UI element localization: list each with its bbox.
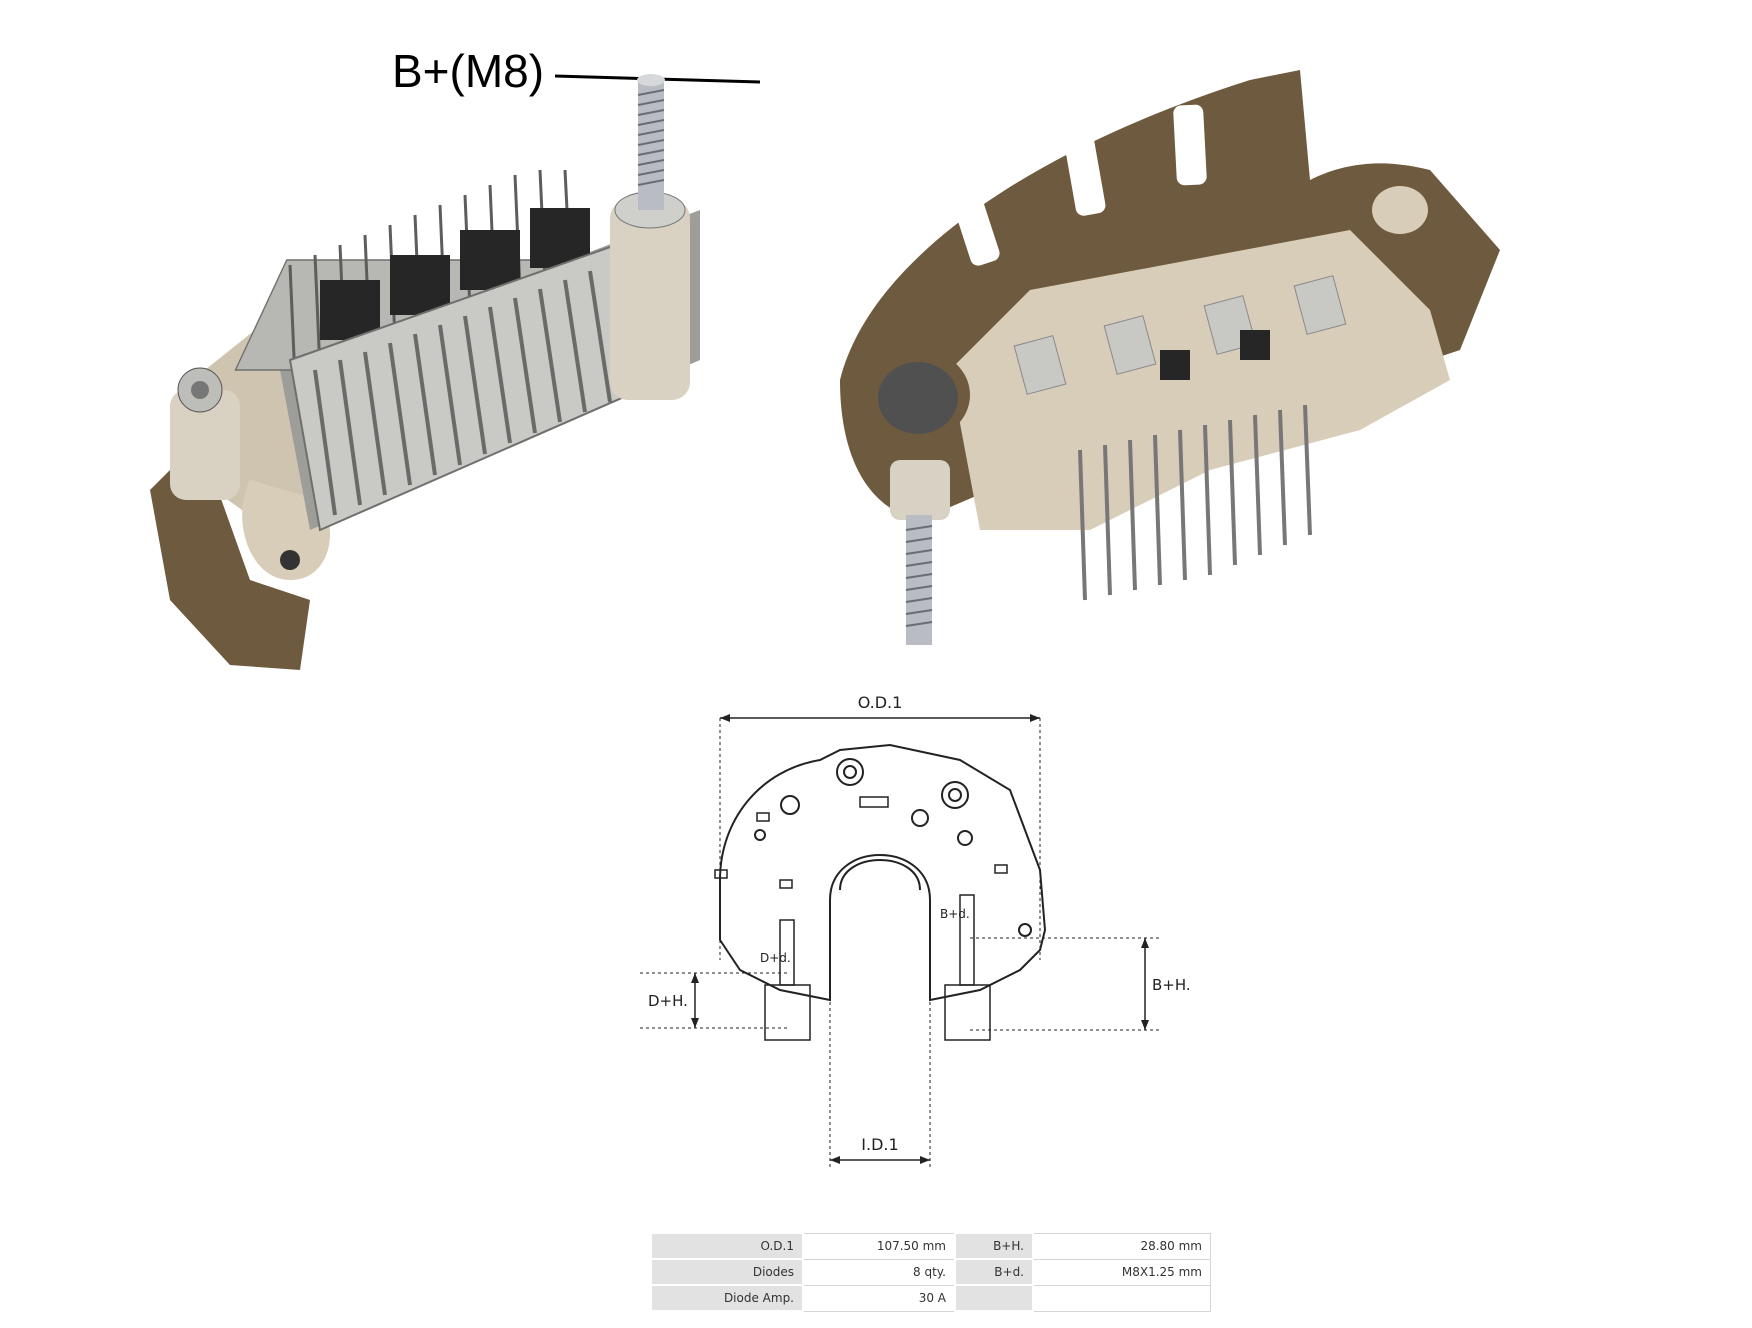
- spec-table: O.D.1 107.50 mm B+H. 28.80 mm Diodes 8 q…: [650, 1232, 1211, 1312]
- spec-value: 8 qty.: [802, 1258, 956, 1286]
- dimension-diagram: O.D.1 I.D.1 D+H. D+d. B+H. B+d.: [640, 693, 1191, 1170]
- spec-key: Diode Amp.: [650, 1284, 804, 1312]
- b-plus-callout-label: B+(M8): [392, 45, 545, 97]
- spec-value: 30 A: [802, 1284, 956, 1312]
- bd-label: B+d.: [940, 907, 970, 921]
- spec-value: 107.50 mm: [802, 1232, 956, 1260]
- spec-value: M8X1.25 mm: [1032, 1258, 1211, 1286]
- dh-label: D+H.: [648, 992, 688, 1010]
- table-row: Diodes 8 qty. B+d. M8X1.25 mm: [650, 1258, 1211, 1286]
- bh-label: B+H.: [1152, 976, 1191, 994]
- spec-key: B+H.: [954, 1232, 1034, 1260]
- od-label: O.D.1: [858, 693, 903, 712]
- spec-key: O.D.1: [650, 1232, 804, 1260]
- rectifier-photo-side: [150, 74, 700, 670]
- table-row: Diode Amp. 30 A: [650, 1284, 1211, 1312]
- table-row: O.D.1 107.50 mm B+H. 28.80 mm: [650, 1232, 1211, 1260]
- spec-key: Diodes: [650, 1258, 804, 1286]
- spec-value: 28.80 mm: [1032, 1232, 1211, 1260]
- spec-key: [954, 1284, 1034, 1312]
- dd-label: D+d.: [760, 951, 791, 965]
- rectifier-photo-top: [840, 70, 1500, 645]
- spec-value: [1032, 1284, 1211, 1312]
- spec-key: B+d.: [954, 1258, 1034, 1286]
- id-label: I.D.1: [861, 1135, 898, 1154]
